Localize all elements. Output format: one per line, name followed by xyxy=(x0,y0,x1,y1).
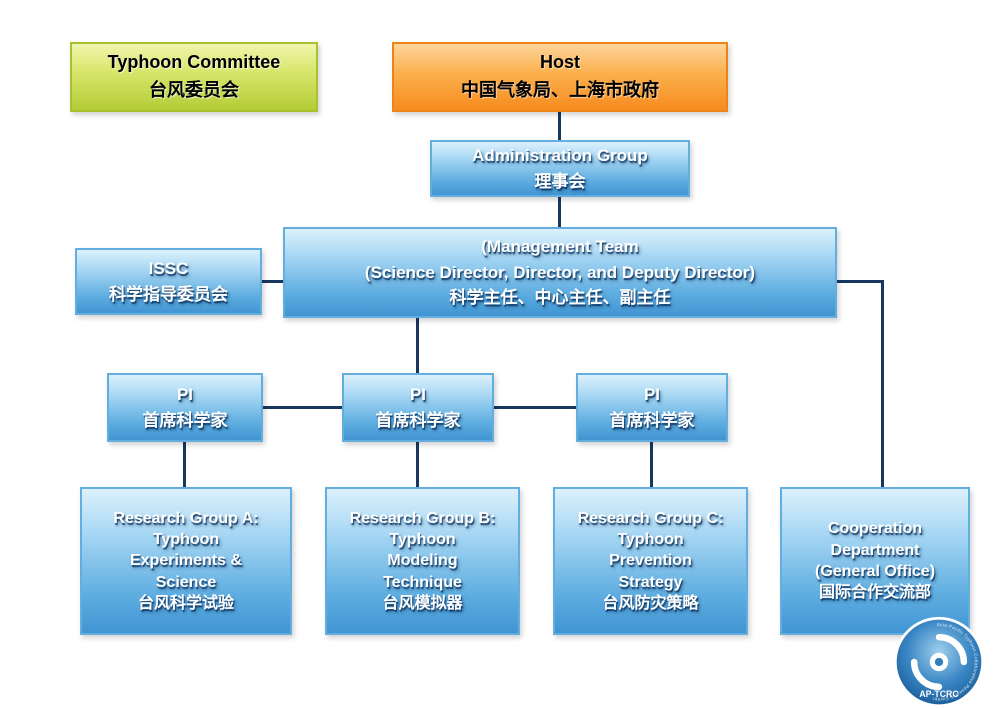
node-text: Research Group C: xyxy=(577,509,724,527)
node-pi-a: PI 首席科学家 xyxy=(107,373,263,442)
connector-management-cooperation-v xyxy=(881,280,884,487)
node-management-team: (Management Team (Science Director, Dire… xyxy=(283,227,837,318)
connector-pi-b-pi-c xyxy=(494,406,576,409)
node-text: 台风委员会 xyxy=(149,80,239,100)
node-pi-c: PI 首席科学家 xyxy=(576,373,728,442)
node-text: PI xyxy=(176,385,194,404)
node-text: 科学指导委员会 xyxy=(109,284,228,304)
node-text: Modeling xyxy=(387,552,458,570)
node-text: PI xyxy=(643,385,661,404)
connector-pi-b-research-b xyxy=(416,442,419,487)
node-research-group-a: Research Group A: Typhoon Experiments & … xyxy=(80,487,292,635)
node-text: 国际合作交流部 xyxy=(818,584,931,602)
node-text: Department xyxy=(830,541,920,559)
node-typhoon-committee: Typhoon Committee 台风委员会 xyxy=(70,42,318,112)
node-text: (Science Director, Director, and Deputy … xyxy=(364,262,756,282)
node-text: Cooperation xyxy=(827,520,923,538)
node-text: Typhoon xyxy=(389,531,456,549)
connector-pi-a-research-a xyxy=(183,442,186,487)
node-issc: ISSC 科学指导委员会 xyxy=(75,248,262,315)
node-text: 台风模拟器 xyxy=(382,594,463,612)
connector-pi-a-pi-b xyxy=(263,406,342,409)
connector-pi-c-research-c xyxy=(650,442,653,487)
node-text: 中国气象局、上海市政府 xyxy=(461,80,659,100)
connector-management-cooperation-h xyxy=(837,280,884,283)
aptcrc-logo: Asia-Pacific Typhoon Collaborative Resea… xyxy=(893,616,985,708)
node-text: Strategy xyxy=(618,573,683,591)
node-text: Technique xyxy=(383,573,462,591)
node-text: Research Group B: xyxy=(349,509,496,527)
node-research-group-b: Research Group B: Typhoon Modeling Techn… xyxy=(325,487,520,635)
connector-host-admin xyxy=(558,112,561,140)
node-text: 台风防灾策略 xyxy=(602,594,699,612)
node-text: Research Group A: xyxy=(113,509,259,527)
connector-admin-management xyxy=(558,197,561,227)
node-pi-b: PI 首席科学家 xyxy=(342,373,494,442)
node-research-group-c: Research Group C: Typhoon Prevention Str… xyxy=(553,487,748,635)
connector-issc-management xyxy=(262,280,283,283)
node-administration-group: Administration Group 理事会 xyxy=(430,140,690,197)
node-text: 首席科学家 xyxy=(142,410,228,430)
node-text: Prevention xyxy=(609,552,692,570)
node-text: Typhoon Committee xyxy=(107,52,281,73)
node-text: Typhoon xyxy=(617,531,684,549)
typhoon-swirl-icon xyxy=(910,633,968,691)
node-text: Experiments & xyxy=(129,552,243,570)
node-text: (Management Team xyxy=(481,237,639,257)
node-text: 首席科学家 xyxy=(375,410,461,430)
node-host: Host 中国气象局、上海市政府 xyxy=(392,42,728,112)
node-text: Typhoon xyxy=(152,531,220,549)
node-text: 理事会 xyxy=(534,171,586,191)
node-text: 台风科学试验 xyxy=(137,594,234,612)
node-text: (General Office) xyxy=(814,563,936,580)
connector-management-pi xyxy=(416,318,419,373)
node-text: ISSC xyxy=(148,259,189,278)
node-text: Science xyxy=(155,573,217,591)
logo-label: AP-TCRC xyxy=(919,689,959,699)
node-text: 科学主任、中心主任、副主任 xyxy=(449,288,671,308)
node-text: PI xyxy=(409,385,427,404)
node-text: Host xyxy=(540,52,580,73)
node-cooperation-department: Cooperation Department (General Office) … xyxy=(780,487,970,635)
node-text: 首席科学家 xyxy=(609,410,695,430)
node-text: Administration Group xyxy=(472,146,648,165)
